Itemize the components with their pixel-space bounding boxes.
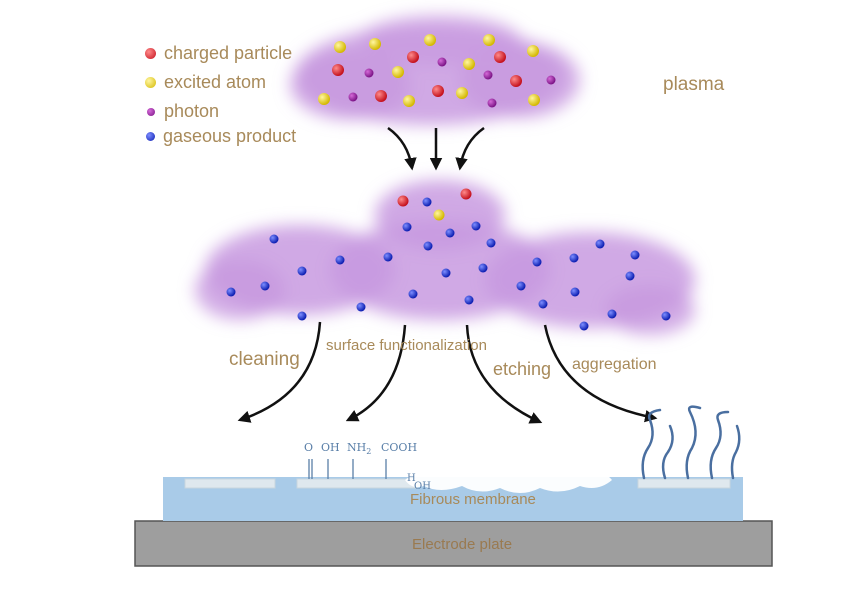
legend-label: excited atom — [164, 72, 267, 92]
charged-particle — [397, 195, 409, 207]
charged-particle — [460, 188, 472, 200]
excited-atom — [403, 95, 415, 107]
charged-particle — [407, 51, 419, 63]
photon — [483, 70, 493, 80]
excited-atom — [318, 93, 330, 105]
photon — [364, 68, 374, 78]
excited-atom-legend-icon — [145, 77, 156, 88]
excited-atom — [392, 66, 404, 78]
gaseous-product — [595, 239, 605, 249]
plasma-label: plasma — [663, 74, 725, 95]
gaseous-product — [486, 238, 496, 248]
gaseous-product-legend-icon — [146, 132, 155, 141]
excited-atom — [527, 45, 539, 57]
gaseous-product — [569, 253, 579, 263]
aggregation-arrow — [543, 324, 658, 423]
hydrogen-label: H — [407, 473, 416, 484]
charged-particle — [494, 51, 506, 63]
carboxyl-group-label: COOH — [381, 441, 418, 454]
gaseous-product — [607, 309, 617, 319]
gaseous-product — [423, 241, 433, 251]
process-arrows — [237, 321, 658, 424]
legend-item-charged-particle: charged particle — [145, 43, 292, 64]
charged-particle — [432, 85, 444, 97]
excited-atom — [463, 58, 475, 70]
gaseous-product — [471, 221, 481, 231]
legend-item-gaseous-product: gaseous product — [145, 126, 296, 147]
gaseous-product — [464, 295, 474, 305]
hydroxyl-label-2: OH — [414, 481, 431, 492]
gaseous-product — [661, 311, 671, 321]
cleaning-label: cleaning — [229, 349, 300, 370]
photon-legend-icon — [147, 107, 155, 116]
gaseous-product — [441, 268, 451, 278]
electrode-plate-label: Electrode plate — [412, 536, 513, 553]
fibrous-membrane-label: Fibrous membrane — [410, 491, 536, 508]
gaseous-product — [538, 299, 548, 309]
etching-arrow — [465, 324, 543, 424]
gaseous-product — [516, 281, 526, 291]
cleaning-arrow — [237, 321, 322, 423]
convergent-arrows — [387, 126, 485, 171]
surface-functionalization-label: surface functionalization — [326, 337, 487, 354]
charged-particle — [375, 90, 387, 102]
excited-atom — [433, 209, 445, 221]
charged-particle-legend-icon — [145, 48, 156, 59]
photon — [546, 75, 556, 85]
functional-group-bonds — [308, 459, 387, 479]
legend-label: photon — [164, 101, 220, 121]
gaseous-product — [297, 266, 307, 276]
excited-atom — [483, 34, 495, 46]
legend-item-excited-atom: excited atom — [145, 72, 266, 93]
photon — [437, 57, 447, 67]
gaseous-product — [408, 289, 418, 299]
functionalization-arrow — [345, 324, 407, 422]
aggregation-label: aggregation — [572, 356, 657, 373]
gaseous-product — [532, 257, 542, 267]
bottom-cloud-particles — [226, 188, 671, 331]
etched-region — [405, 467, 612, 493]
gaseous-product — [260, 281, 270, 291]
gaseous-product — [335, 255, 345, 265]
photon — [348, 92, 358, 102]
gaseous-product — [422, 197, 432, 207]
gaseous-product — [383, 252, 393, 262]
gaseous-product — [570, 287, 580, 297]
gaseous-product — [226, 287, 236, 297]
aggregated-fibers — [641, 405, 741, 480]
charged-particle — [332, 64, 344, 76]
gaseous-product — [356, 302, 366, 312]
top-cloud-particles — [318, 34, 556, 108]
amine-group-label: NH2 — [347, 441, 372, 457]
gaseous-product — [269, 234, 279, 244]
gaseous-product — [625, 271, 635, 281]
gaseous-product — [402, 222, 412, 232]
etching-label: etching — [493, 359, 552, 379]
legend-item-photon: photon — [145, 101, 219, 122]
excited-atom — [334, 41, 346, 53]
excited-atom — [456, 87, 468, 99]
plasma-cloud-bottom — [195, 180, 695, 335]
charged-particle — [510, 75, 522, 87]
gaseous-product — [445, 228, 455, 238]
excited-atom — [424, 34, 436, 46]
gaseous-product — [478, 263, 488, 273]
gaseous-product — [579, 321, 589, 331]
excited-atom — [369, 38, 381, 50]
legend-label: charged particle — [164, 43, 293, 63]
gaseous-product — [297, 311, 307, 321]
oxygen-group-label: O — [304, 441, 314, 454]
membrane-surface-segments — [184, 478, 731, 489]
legend-label: gaseous product — [163, 126, 297, 146]
excited-atom — [528, 94, 540, 106]
photon — [487, 98, 497, 108]
gaseous-product — [630, 250, 640, 260]
hydroxyl-group-label: OH — [321, 441, 340, 454]
